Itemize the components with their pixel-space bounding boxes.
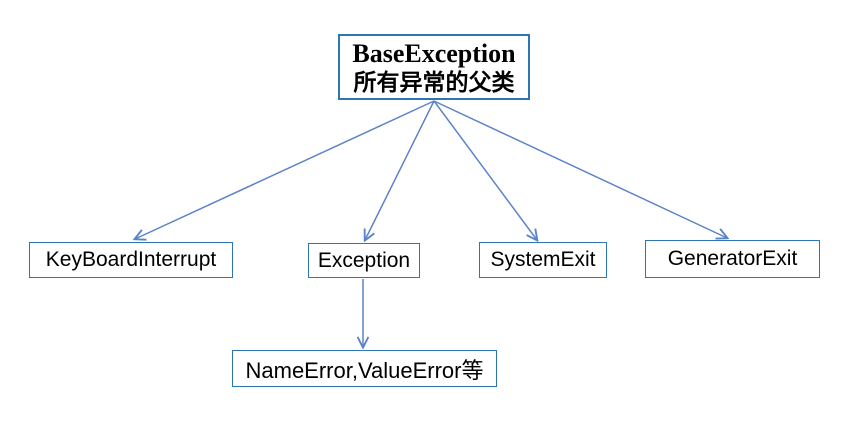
node-system-exit-label: SystemExit [490, 248, 596, 271]
node-system-exit: SystemExit [479, 242, 607, 278]
node-base-exception-sublabel: 所有异常的父类 [353, 68, 515, 95]
edge-base-to-systemexit-arrow [433, 100, 537, 240]
edge-base-to-keyboardinterrupt-arrow [135, 100, 435, 239]
node-base-exception: BaseException 所有异常的父类 [338, 34, 530, 100]
edge-base-to-generatorexit-arrow [433, 100, 727, 238]
node-generator-exit-label: GeneratorExit [667, 247, 798, 270]
node-keyboard-interrupt-label: KeyBoardInterrupt [45, 248, 217, 271]
node-nameerror-valueerror: NameError,ValueError等 [232, 350, 497, 387]
node-exception-label: Exception [317, 248, 411, 272]
edge-base-to-exception-arrow [365, 100, 435, 240]
node-nameerror-valueerror-label: NameError,ValueError等 [245, 357, 484, 383]
node-exception: Exception [308, 243, 420, 278]
node-generator-exit: GeneratorExit [645, 240, 820, 278]
node-base-exception-label: BaseException [352, 38, 516, 68]
node-keyboard-interrupt: KeyBoardInterrupt [29, 242, 233, 278]
